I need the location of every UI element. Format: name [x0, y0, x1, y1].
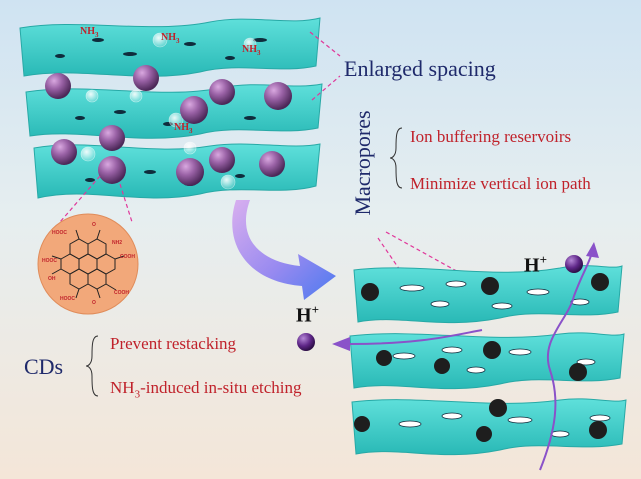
carbon-dot-structure	[37, 213, 139, 315]
nh3-label: NH3	[174, 122, 193, 135]
sphere	[180, 96, 208, 124]
sheet-top-1	[19, 17, 321, 77]
nh3-label: NH3	[242, 44, 261, 57]
chem-group-label: HOOC	[42, 258, 57, 264]
cd-particle	[361, 283, 379, 301]
chem-group-label: O	[92, 222, 96, 228]
enlarged-spacing-leaders	[309, 31, 341, 101]
proton-ion-left	[297, 333, 315, 351]
cd-disc	[37, 213, 139, 315]
chem-group-label: OH	[48, 276, 56, 282]
bottom-sheet-stack	[349, 265, 627, 456]
sheet-bottom-3	[351, 398, 627, 456]
cd-particle	[354, 416, 370, 432]
sphere-group	[45, 65, 292, 186]
cd-particle	[569, 363, 587, 381]
sphere	[98, 156, 126, 184]
cd-particle	[434, 358, 450, 374]
chem-group-label: O	[92, 300, 96, 306]
sheet-bottom-2	[349, 332, 625, 390]
chem-group-label: COOH	[120, 254, 135, 260]
hplus-label-right: H+	[524, 252, 547, 277]
sphere	[133, 65, 159, 91]
cd-particle	[476, 426, 492, 442]
chem-group-label: NH2	[112, 240, 123, 246]
cds-brace	[85, 335, 99, 397]
transition-arrow	[232, 200, 336, 300]
cd-particle	[481, 277, 499, 295]
proton-ion-right	[565, 255, 583, 273]
macropores-label: Macropores	[350, 110, 375, 216]
lateral-ion-path	[349, 329, 483, 345]
sphere	[259, 151, 285, 177]
sphere	[51, 139, 77, 165]
cd-particle	[483, 341, 501, 359]
sphere	[264, 82, 292, 110]
cds-label: CDs	[24, 354, 64, 379]
sphere	[176, 158, 204, 186]
chem-group-label: HOOC	[60, 296, 75, 302]
enlarged-spacing-label: Enlarged spacing	[344, 56, 496, 81]
chem-group-label: COOH	[114, 290, 129, 296]
prevent-restacking-label: Prevent restacking	[110, 334, 237, 353]
sphere	[209, 79, 235, 105]
ion-buffering-label: Ion buffering reservoirs	[410, 127, 572, 146]
nh3-label: NH3	[80, 26, 99, 39]
cd-particle	[489, 399, 507, 417]
cd-particle	[589, 421, 607, 439]
vertical-arrowhead	[586, 242, 599, 258]
minimize-path-label: Minimize vertical ion path	[410, 174, 591, 193]
sphere	[99, 125, 125, 151]
sheet-top-2	[25, 83, 323, 139]
hexagon-lattice	[51, 229, 125, 299]
cd-disc-leaders	[59, 175, 133, 223]
cd-particle	[376, 350, 392, 366]
sphere	[209, 147, 235, 173]
top-sheet-stack	[19, 17, 323, 199]
sphere	[45, 73, 71, 99]
lateral-arrowhead	[332, 337, 350, 351]
macropores-brace	[389, 127, 403, 189]
chem-group-label: HOOC	[52, 230, 67, 236]
nh3-label: NH3	[161, 32, 180, 45]
hplus-label-left: H+	[296, 302, 319, 327]
cd-particles	[354, 273, 609, 442]
vertical-ion-path	[539, 251, 593, 471]
etching-label: NH3-induced in-situ etching	[110, 378, 302, 401]
cd-particle	[591, 273, 609, 291]
